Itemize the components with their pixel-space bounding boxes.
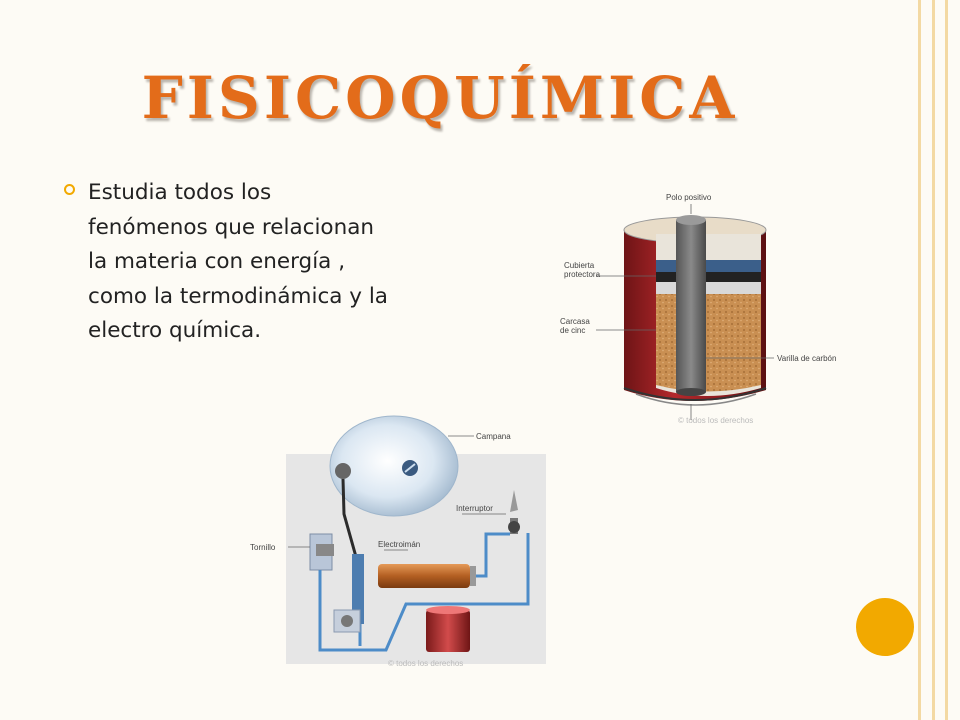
label-electromagnet: Electroimán: [378, 540, 420, 549]
bullet-circle-icon: [64, 184, 75, 195]
right-border-rule: [932, 0, 935, 720]
label-screw: Tornillo: [250, 543, 276, 552]
label-carbon-rod: Varilla de carbón: [777, 354, 836, 363]
right-border-rule: [945, 0, 948, 720]
battery-cutaway-illustration: Polo positivo Cubierta protectora Carcas…: [560, 193, 836, 425]
slide-title: FISICOQUÍMICA: [141, 64, 739, 132]
label-zinc-case-line1: Carcasa: [560, 317, 590, 326]
electric-bell-illustration: Campana Tornillo Electroimán Interruptor…: [250, 415, 546, 668]
label-switch: Interruptor: [456, 504, 493, 513]
decorative-orange-circle: [856, 598, 914, 656]
right-border-rule: [918, 0, 921, 720]
battery-footer: © todos los derechos: [678, 416, 753, 425]
label-positive-pole: Polo positivo: [666, 193, 712, 202]
bell-footer: © todos los derechos: [388, 659, 463, 668]
label-zinc-case-line2: de cinc: [560, 326, 585, 335]
label-cover-line2: protectora: [564, 270, 601, 279]
bullet-text: Estudia todos los fenómenos que relacion…: [88, 180, 388, 343]
label-bell: Campana: [476, 432, 511, 441]
label-cover-line1: Cubierta: [564, 261, 595, 270]
